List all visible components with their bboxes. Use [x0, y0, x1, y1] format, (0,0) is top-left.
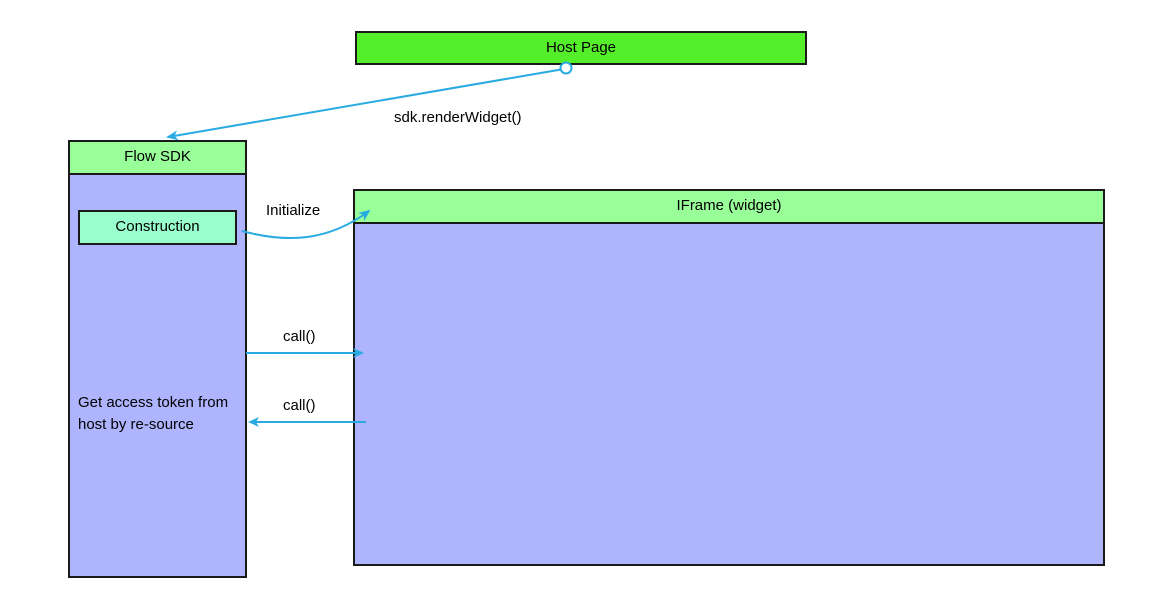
edge-label-call-1: call() [283, 328, 316, 345]
node-iframe-label: IFrame (widget) [676, 197, 782, 215]
node-construction-label: Construction [115, 218, 200, 236]
node-flow-sdk-panel[interactable] [68, 140, 247, 578]
node-host-page-label: Host Page [545, 38, 617, 56]
node-sdk-access-token-note-label: Get access token from host by re-source [78, 394, 229, 433]
edge-label-initialize: Initialize [266, 202, 321, 219]
node-sdk-access-token-note: Get access token from host by re-source [78, 392, 237, 436]
node-host-page[interactable]: Host Page [355, 31, 807, 65]
edge-label-render-widget: sdk.renderWidget() [394, 109, 522, 126]
edge-label-call-2: call() [283, 397, 316, 414]
node-flow-sdk-header[interactable]: Flow SDK [68, 140, 247, 175]
node-construction[interactable]: Construction [78, 210, 237, 245]
node-flow-sdk-label: Flow SDK [124, 148, 191, 166]
node-iframe-header[interactable]: IFrame (widget) [353, 189, 1105, 224]
node-iframe-panel[interactable] [353, 189, 1105, 566]
